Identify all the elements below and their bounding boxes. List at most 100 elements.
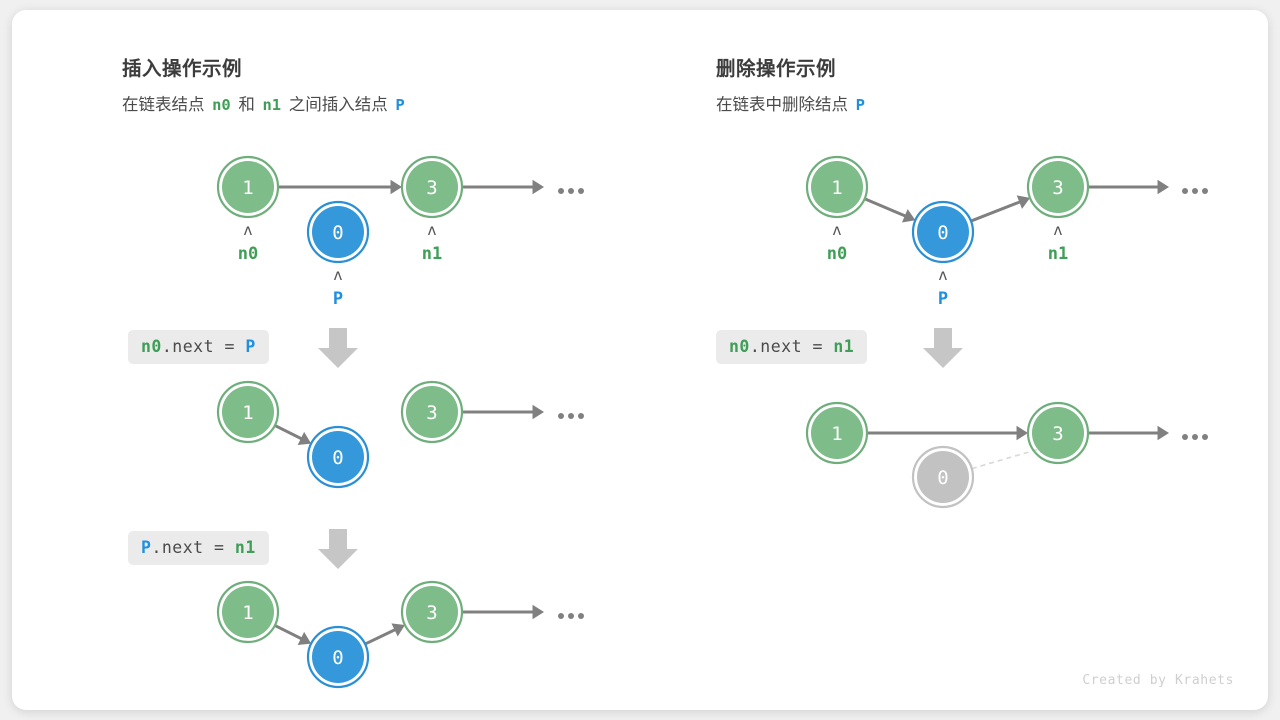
node-value: 1 [242, 602, 253, 624]
node-outer-ring [216, 380, 280, 444]
node-outer-ring [911, 200, 975, 264]
dot [1192, 188, 1198, 194]
node-circle [917, 451, 969, 503]
pointer-caret: ʌ [1054, 221, 1063, 239]
code-token: .next = [161, 337, 246, 356]
node-value: 1 [831, 423, 842, 445]
subtitle-token-n0: n0 [212, 96, 231, 114]
node-circle [811, 407, 863, 459]
pointer-caret: ʌ [244, 221, 253, 239]
pointer-label-n0: n0 [238, 244, 258, 264]
node-outer-ring [216, 155, 280, 219]
arrow-head [1016, 195, 1031, 209]
ellipsis-dots [1182, 188, 1208, 194]
step-down-arrow [318, 529, 358, 569]
node-outer-ring [400, 155, 464, 219]
node-3: 3 [1026, 155, 1090, 219]
node-1: 1 [805, 155, 869, 219]
node-0: 0 [306, 425, 370, 489]
node-outer-ring [805, 401, 869, 465]
node-value: 3 [426, 177, 437, 199]
node-outer-ring [1026, 401, 1090, 465]
code-token: n1 [833, 337, 855, 356]
pointer-label-n1: n1 [1048, 244, 1068, 264]
dot [568, 188, 574, 194]
node-value: 3 [426, 602, 437, 624]
node-circle [406, 161, 458, 213]
node-value: 1 [242, 402, 253, 424]
dot [568, 613, 574, 619]
node-circle [1032, 407, 1084, 459]
arrow-head [297, 431, 312, 445]
arrow-head [1157, 179, 1169, 195]
pointer-label-P: P [938, 289, 948, 309]
arrow-head [901, 209, 916, 223]
ellipsis-dots [558, 188, 584, 194]
dot [578, 188, 584, 194]
node-value: 0 [332, 647, 343, 669]
pointer-label-n0: n0 [827, 244, 847, 264]
insert-panel-subtitle: 在链表结点 n0 和 n1 之间插入结点 P [122, 91, 408, 115]
dot [558, 188, 564, 194]
node-circle [406, 386, 458, 438]
delete-panel-title: 删除操作示例 [716, 58, 837, 80]
node-circle [406, 586, 458, 638]
node-outer-ring [306, 625, 370, 689]
node-value: 0 [332, 222, 343, 244]
insert-step-1-code: n0.next = P [128, 330, 269, 364]
node-value: 0 [937, 467, 948, 489]
arrow-head [1016, 425, 1028, 441]
code-token: n0 [141, 337, 162, 356]
dot [558, 413, 564, 419]
dot [1182, 188, 1188, 194]
delete-panel-subtitle: 在链表中删除结点 P [716, 91, 868, 115]
subtitle-text: 在链表中删除结点 [716, 96, 848, 114]
node-0: 0 [306, 200, 370, 264]
node-outer-ring [805, 155, 869, 219]
pointer-caret: ʌ [428, 221, 437, 239]
node-outer-ring [306, 425, 370, 489]
subtitle-text: 和 [238, 96, 255, 114]
node-value: 1 [831, 177, 842, 199]
insert-panel-title: 插入操作示例 [122, 58, 243, 80]
ellipsis-dots [558, 413, 584, 419]
node-1: 1 [805, 401, 869, 465]
node-outer-ring [306, 200, 370, 264]
code-token: n0 [729, 337, 750, 356]
node-circle [222, 386, 274, 438]
node-3: 3 [400, 155, 464, 219]
dot [568, 413, 574, 419]
dot [1192, 434, 1198, 440]
dot [1182, 434, 1188, 440]
node-circle [222, 161, 274, 213]
node-circle [917, 206, 969, 258]
pointer-caret: ʌ [334, 266, 343, 284]
dot [578, 613, 584, 619]
subtitle-token-P: P [395, 96, 405, 114]
delete-step-1-code: n0.next = n1 [716, 330, 868, 364]
arrow-head [532, 404, 544, 420]
node-1: 1 [216, 155, 280, 219]
arrow-line [274, 424, 307, 443]
ellipsis-dots [1182, 434, 1208, 440]
pointer-caret: ʌ [939, 266, 948, 284]
pointer-label-P: P [333, 289, 343, 309]
node-value: 3 [1052, 423, 1063, 445]
arrow-line [970, 198, 1025, 223]
node-outer-ring [400, 380, 464, 444]
code-token: P [245, 337, 256, 356]
dot [578, 413, 584, 419]
code-token: n1 [234, 538, 256, 557]
node-value: 0 [332, 447, 343, 469]
node-3: 3 [1026, 401, 1090, 465]
node-0: 0 [306, 625, 370, 689]
node-circle [312, 631, 364, 683]
node-value: 1 [242, 177, 253, 199]
dot [1202, 188, 1208, 194]
arrow-head [297, 631, 312, 645]
arrow-line [364, 626, 400, 646]
arrow-head [1157, 425, 1169, 441]
